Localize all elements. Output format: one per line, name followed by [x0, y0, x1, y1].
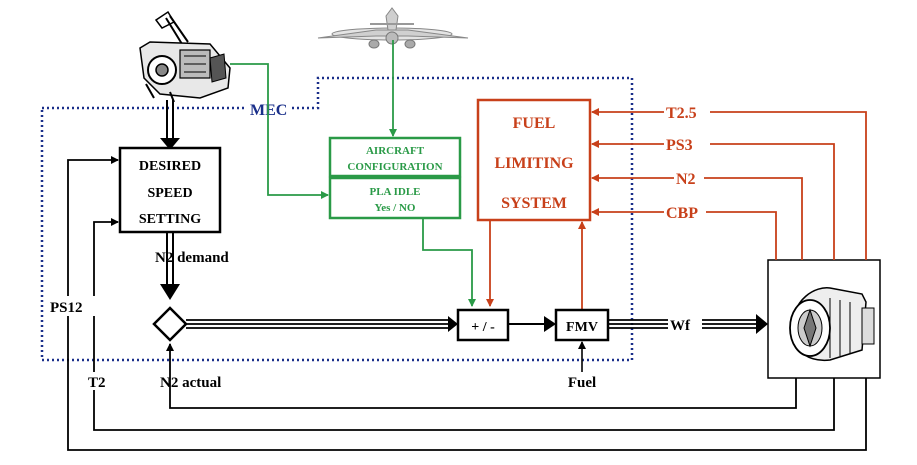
ps3-link	[591, 140, 835, 260]
aircraft-configuration-box	[328, 136, 462, 178]
n2-comparator	[152, 306, 188, 342]
throttle-quadrant-icon	[139, 10, 231, 103]
aircraft-line2: CONFIGURATION	[347, 161, 442, 173]
fuel-label: Fuel	[568, 375, 596, 391]
fmv-label: FMV	[566, 320, 598, 335]
wf-label: Wf	[670, 318, 691, 334]
aircraft-line1: AIRCRAFT	[366, 145, 425, 157]
t2-label: T2	[88, 375, 106, 391]
turbofan-engine-icon	[789, 287, 875, 362]
pla-idle-box	[328, 176, 462, 220]
n2-demand-label: N2 demand	[155, 250, 229, 266]
ps12-feedback	[67, 156, 867, 451]
fuel-line3: SYSTEM	[501, 195, 567, 212]
sum-junction-label: + / -	[471, 320, 495, 335]
comparator-to-sum-link	[186, 316, 458, 332]
desired-line3: SETTING	[139, 212, 201, 227]
throttle-to-pla-link	[230, 63, 329, 199]
desired-line1: DESIRED	[139, 159, 201, 174]
pla-line1: PLA IDLE	[369, 186, 420, 198]
ps12-label: PS12	[50, 300, 83, 316]
sum-to-fmv-link	[508, 316, 556, 332]
pla-to-sum-link	[422, 218, 476, 307]
aircraft-icon	[317, 7, 469, 49]
fmv-box	[554, 308, 610, 342]
cbp-label: CBP	[666, 205, 698, 222]
t2-feedback	[93, 218, 835, 431]
fuel-limiting-system-box	[476, 98, 592, 222]
ps3-label: PS3	[666, 137, 693, 154]
mec-boundary	[40, 76, 634, 362]
n2-demand-link	[160, 232, 180, 300]
pla-line2: Yes / NO	[375, 202, 416, 214]
n2-link	[591, 174, 803, 260]
n2-actual-feedback	[166, 343, 797, 409]
throttle-to-desired-link	[160, 100, 180, 150]
desired-line2: SPEED	[147, 186, 192, 201]
fuel-line2: LIMITING	[494, 155, 574, 172]
cbp-link	[591, 208, 777, 260]
t25-label: T2.5	[666, 105, 697, 122]
desired-speed-setting-box	[118, 146, 222, 234]
n2-label: N2	[676, 171, 696, 188]
n2-actual-label: N2 actual	[160, 375, 221, 391]
fuel-line1: FUEL	[513, 115, 556, 132]
